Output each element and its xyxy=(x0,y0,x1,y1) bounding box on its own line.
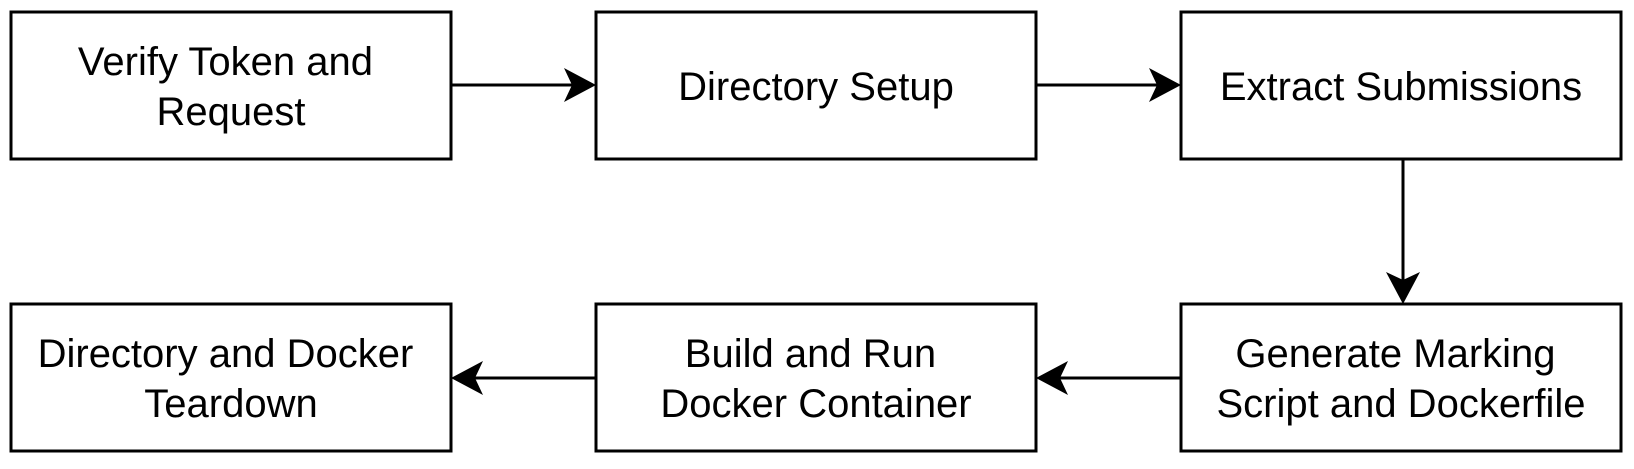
edge-verify-to-directory-setup xyxy=(451,68,596,102)
node-build-and-run: Build and Run Docker Container xyxy=(594,302,1038,453)
edge-extract-to-generate xyxy=(1386,159,1420,304)
node-teardown-label: Directory and Docker Teardown xyxy=(38,332,425,426)
node-extract-submissions: Extract Submissions xyxy=(1179,10,1623,161)
node-build-and-run-label: Build and Run Docker Container xyxy=(660,332,971,426)
edge-directory-setup-to-extract xyxy=(1036,68,1181,102)
node-generate-marking-script-label: Generate Marking Script and Dockerfile xyxy=(1216,332,1585,426)
node-extract-submissions-label: Extract Submissions xyxy=(1220,65,1582,109)
edge-generate-to-build xyxy=(1036,361,1181,395)
node-verify-token-label: Verify Token and Request xyxy=(78,40,384,134)
node-directory-setup-label: Directory Setup xyxy=(678,65,954,109)
node-directory-setup: Directory Setup xyxy=(594,10,1038,161)
edge-build-to-teardown xyxy=(451,361,596,395)
node-teardown: Directory and Docker Teardown xyxy=(9,302,453,453)
node-generate-marking-script: Generate Marking Script and Dockerfile xyxy=(1179,302,1623,453)
node-verify-token: Verify Token and Request xyxy=(9,10,453,161)
